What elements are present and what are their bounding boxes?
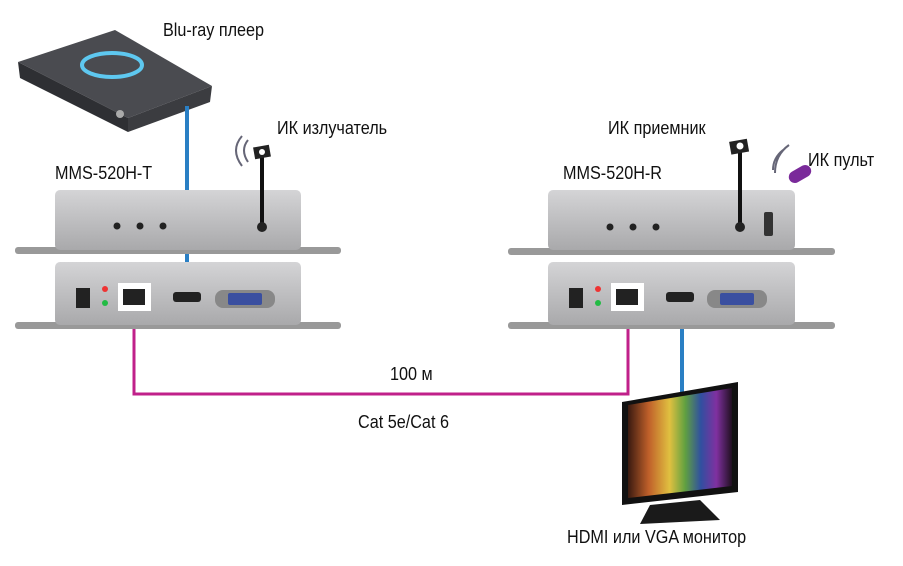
monitor-label: HDMI или VGA монитор bbox=[567, 527, 747, 547]
ir-receiver-label: ИК приемник bbox=[608, 118, 706, 138]
cable-label: Cat 5e/Cat 6 bbox=[358, 412, 449, 432]
bluray-label: Blu-ray плеер bbox=[163, 20, 265, 40]
receiver-device bbox=[508, 138, 835, 329]
ir-remote-label: ИК пульт bbox=[808, 150, 875, 170]
transmitter-label: MMS-520H-T bbox=[55, 163, 153, 183]
ir-signal-icon bbox=[235, 135, 249, 167]
receiver-label: MMS-520H-R bbox=[563, 163, 663, 183]
monitor bbox=[622, 382, 738, 524]
ir-signal-icon bbox=[772, 144, 790, 174]
ir-remote-icon bbox=[788, 165, 812, 183]
bluray-player bbox=[18, 30, 212, 132]
transmitter-device bbox=[15, 135, 341, 329]
cat-cable bbox=[132, 300, 630, 396]
distance-label: 100 м bbox=[390, 364, 433, 384]
ir-emitter-label: ИК излучатель bbox=[277, 118, 388, 138]
bluray-logo-icon bbox=[80, 51, 144, 79]
